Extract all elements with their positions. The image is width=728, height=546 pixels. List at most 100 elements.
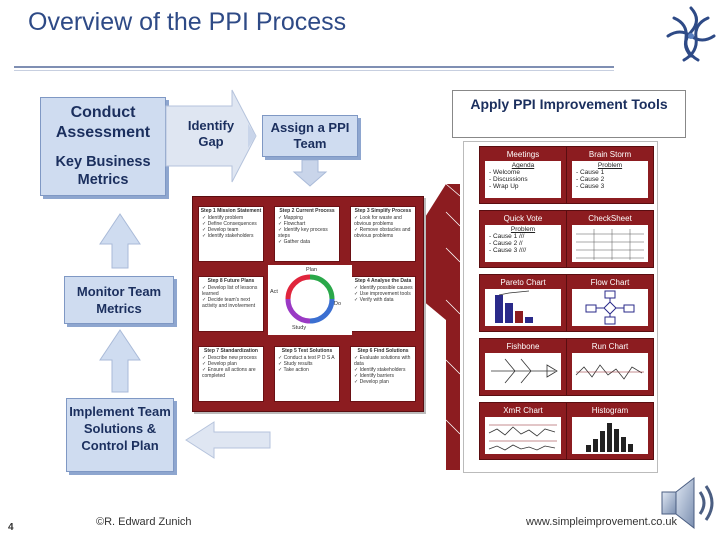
- cycle-plan-label: Plan: [306, 267, 318, 273]
- speaker-icon[interactable]: [656, 470, 722, 536]
- step-item: Identify barriers: [354, 373, 415, 379]
- arrow-identify-to-assign: [248, 124, 256, 148]
- step-1-card: Step 1 Mission Statement Identify proble…: [198, 206, 264, 262]
- histogram-icon: [586, 423, 633, 452]
- tool-xmr-chart: XmR Chart: [479, 402, 567, 460]
- tool-label: Pareto Chart: [500, 278, 546, 287]
- meetings-line: - Welcome: [489, 169, 520, 176]
- assign-team-label: Assign a PPI Team: [270, 120, 350, 151]
- step-item: Identify possible causes: [354, 285, 415, 291]
- step-7-card: Step 7 Standardization Describe new proc…: [198, 346, 264, 402]
- apply-tools-label: Apply PPI Improvement Tools: [470, 96, 668, 112]
- meetings-line: - Wrap Up: [489, 183, 519, 190]
- implement-solutions-box: Implement Team Solutions & Control Plan: [66, 398, 174, 472]
- step-title: Step 6 Find Solutions: [357, 348, 409, 354]
- step-item: Evaluate solutions with data: [354, 355, 415, 367]
- key-business-metrics-label: Key Business Metrics: [55, 154, 151, 188]
- arrow-assign-down: [292, 159, 328, 187]
- arrow-monitor-up: [99, 213, 141, 269]
- step-6-card: Step 6 Find Solutions Evaluate solutions…: [350, 346, 416, 402]
- pdsa-cycle-icon: [285, 274, 335, 324]
- step-item: Develop team: [202, 227, 263, 233]
- meetings-line: - Discussions: [489, 176, 528, 183]
- tool-fishbone: Fishbone: [479, 338, 567, 396]
- step-item: Describe new process: [202, 355, 263, 361]
- identify-gap-label: Identify Gap: [187, 118, 235, 149]
- step-item: Develop list of lessons learned: [202, 285, 263, 297]
- step-item: Use improvement tools: [354, 291, 415, 297]
- tool-brainstorm: Brain Storm Problem - Cause 1 - Cause 2 …: [566, 146, 654, 204]
- arrow-panel-to-tools: [422, 184, 460, 470]
- step-4-card: Step 4 Analyse the Data Identify possibl…: [350, 276, 416, 332]
- cycle-study-label: Study: [292, 325, 307, 331]
- step-8-card: Step 8 Future Plans Develop list of less…: [198, 276, 264, 332]
- brainstorm-line: - Cause 3: [576, 183, 605, 190]
- title-rule: [14, 66, 614, 68]
- logo-icon: [666, 6, 716, 62]
- step-5-card: Step 5 Test Solutions Conduct a test P D…: [274, 346, 340, 402]
- step-title: Step 1 Mission Statement: [200, 208, 262, 214]
- step-3-card: Step 3 Simplify Process Look for waste a…: [350, 206, 416, 262]
- cycle-act-label: Act: [270, 289, 278, 295]
- step-item: Ensure all actions are completed: [202, 367, 263, 379]
- step-item: Decide team's next activity and involvem…: [202, 297, 263, 309]
- brainstorm-line: - Cause 1: [576, 169, 605, 176]
- step-item: Flowchart: [278, 221, 339, 227]
- website-url: www.simpleimprovement.co.uk: [526, 516, 677, 528]
- step-title: Step 4 Analyse the Data: [354, 278, 412, 284]
- step-item: Identify stakeholders: [202, 233, 263, 239]
- tool-label: Run Chart: [591, 342, 629, 351]
- tool-flow-chart: Flow Chart: [566, 274, 654, 332]
- tool-checksheet: CheckSheet: [566, 210, 654, 268]
- quickvote-line: - Cause 2 //: [489, 240, 523, 247]
- cycle-do-label: Do: [334, 301, 342, 307]
- apply-tools-header: Apply PPI Improvement Tools: [452, 90, 686, 138]
- brainstorm-line: - Cause 2: [576, 176, 605, 183]
- monitor-label: Monitor Team Metrics: [76, 284, 162, 316]
- tool-label: Flow Chart: [590, 278, 630, 287]
- xmr-icon: [488, 424, 557, 451]
- step-item: Look for waste and obvious problems: [354, 215, 415, 227]
- meetings-line: Agenda: [511, 162, 535, 169]
- tool-histogram: Histogram: [566, 402, 654, 460]
- step-title: Step 2 Current Process: [279, 208, 335, 214]
- fishbone-icon: [491, 358, 558, 384]
- step-item: Define Consequences: [202, 221, 263, 227]
- runchart-icon: [575, 364, 644, 380]
- step-item: Take action: [278, 367, 339, 373]
- conduct-assessment-label: Conduct Assessment: [55, 104, 151, 141]
- tool-pareto-chart: Pareto Chart: [479, 274, 567, 332]
- slide-title: Overview of the PPI Process: [28, 8, 347, 36]
- implement-label: Implement Team Solutions & Control Plan: [69, 404, 171, 453]
- step-item: Identify key process steps: [278, 227, 339, 239]
- tool-label: Meetings: [506, 150, 540, 159]
- tool-run-chart: Run Chart: [566, 338, 654, 396]
- tool-meetings: Meetings Agenda - Welcome - Discussions …: [479, 146, 567, 204]
- step-title: Step 7 Standardization: [204, 348, 258, 354]
- arrow-panel-to-implement: [185, 421, 271, 459]
- quickvote-line: Problem: [510, 226, 536, 233]
- step-title: Step 3 Simplify Process: [354, 208, 412, 214]
- quickvote-line: - Cause 1 ///: [489, 233, 525, 240]
- tool-label: Brain Storm: [588, 150, 632, 159]
- step-item: Verify with data: [354, 297, 415, 303]
- step-item: Mapping: [278, 215, 339, 221]
- step-item: Identify problem: [202, 215, 263, 221]
- step-2-card: Step 2 Current Process MappingFlowchartI…: [274, 206, 340, 262]
- checksheet-icon: [576, 229, 644, 260]
- step-item: Study results: [278, 361, 339, 367]
- tool-label: CheckSheet: [588, 214, 632, 223]
- arrow-implement-up: [99, 329, 141, 393]
- pareto-icon: [495, 290, 533, 323]
- monitor-team-metrics-box: Monitor Team Metrics: [64, 276, 174, 324]
- tool-label: XmR Chart: [503, 406, 543, 415]
- pdsa-cycle: Plan Do Study Act: [268, 265, 352, 335]
- step-item: Conduct a test P D S A: [278, 355, 339, 361]
- flowchart-icon: [585, 290, 635, 325]
- author-credit: ©R. Edward Zunich: [96, 516, 192, 528]
- slide-number: 4: [8, 522, 14, 533]
- conduct-assessment-box: Conduct Assessment Key Business Metrics: [40, 97, 166, 196]
- assign-team-box: Assign a PPI Team: [262, 115, 358, 157]
- tool-label: Histogram: [591, 406, 629, 415]
- title-rule-thin: [14, 70, 614, 71]
